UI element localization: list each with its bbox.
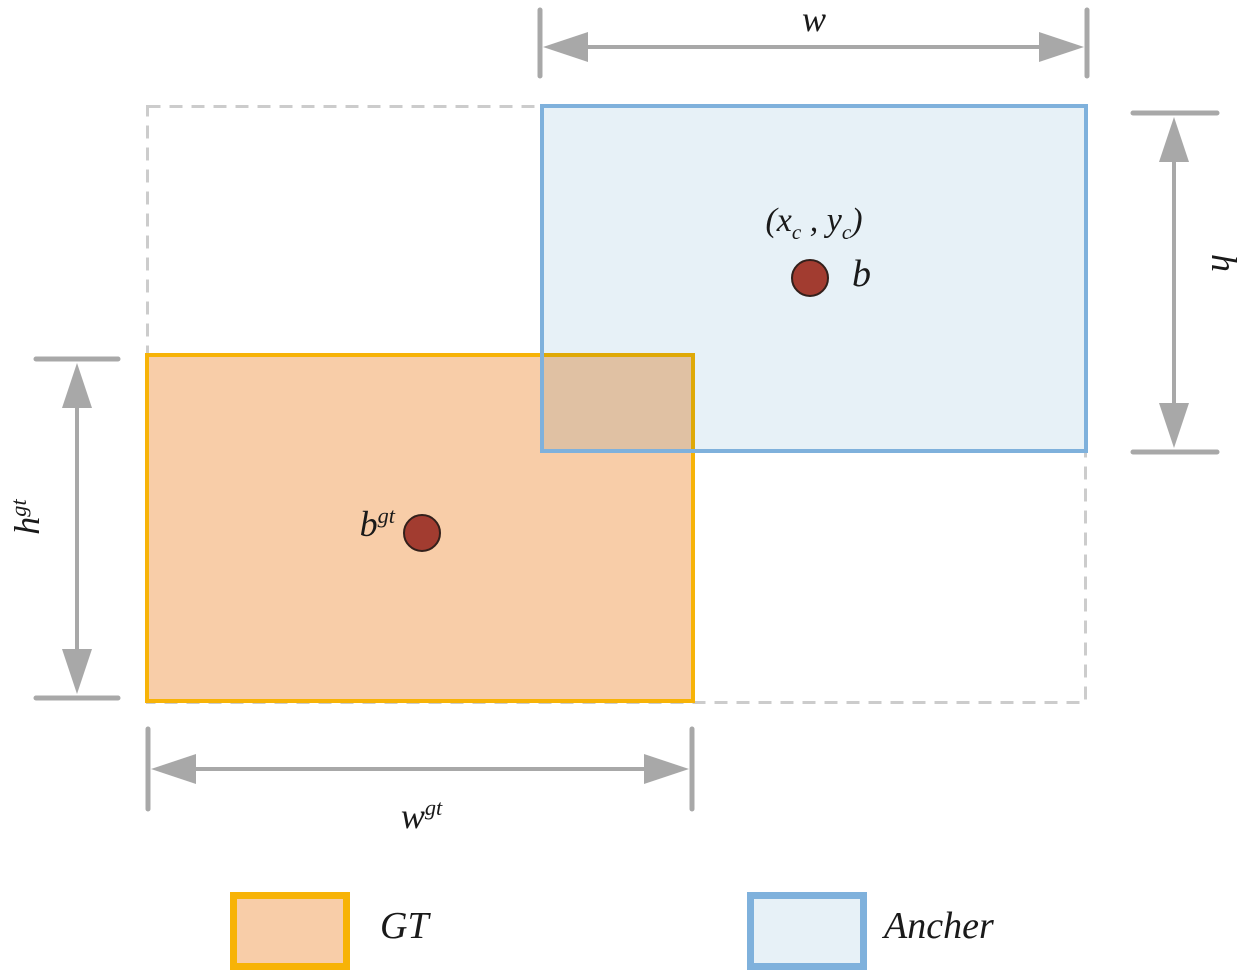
height-label-anchor: h <box>1203 254 1243 272</box>
anchor-box-border <box>540 104 1088 453</box>
gt-point-label: bgt <box>359 503 395 544</box>
height-arrow-anchor <box>1130 110 1220 455</box>
anchor-center-dot <box>791 259 829 297</box>
width-arrow-anchor <box>537 7 1090 79</box>
gt-center-dot <box>403 514 441 552</box>
anchor-point-label: b <box>852 253 871 295</box>
legend-swatch-anchor <box>747 892 867 970</box>
width-label-anchor: w <box>801 0 826 39</box>
legend-label-anchor: Ancher <box>884 905 994 947</box>
width-arrow-gt <box>145 726 695 812</box>
height-label-gt: hgt <box>5 499 47 535</box>
legend-label-gt: GT <box>380 905 429 947</box>
anchor-center-coordinates-label: (xc , yc) <box>765 202 863 244</box>
width-label-gt: wgt <box>400 795 443 836</box>
legend-swatch-gt <box>230 892 350 970</box>
height-arrow-gt <box>33 356 121 701</box>
